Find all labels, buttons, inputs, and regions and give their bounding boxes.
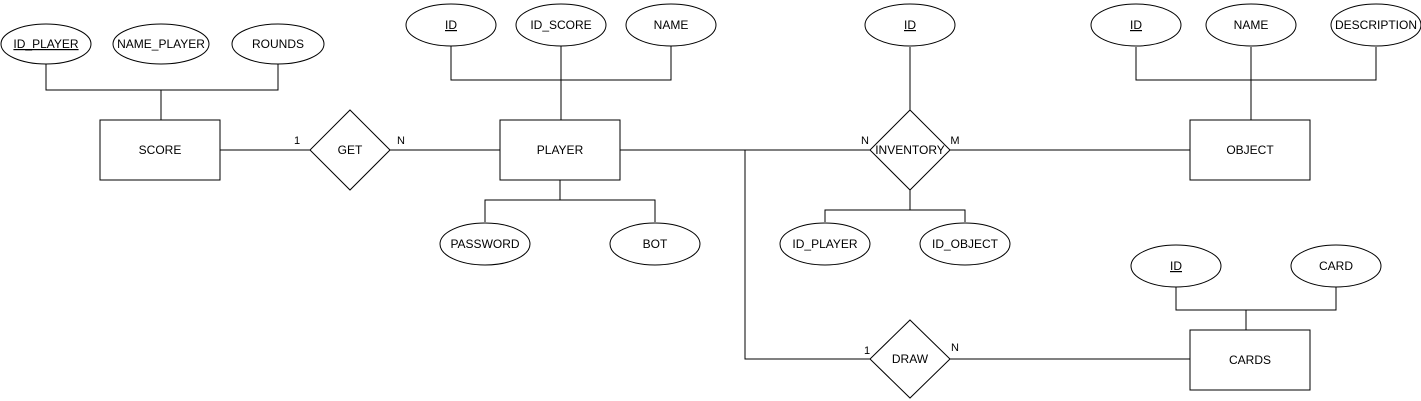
cardinality-score-get: 1 bbox=[294, 135, 300, 147]
attribute-player-name-label: NAME bbox=[654, 18, 689, 32]
attribute-inventory-id-player-label: ID_PLAYER bbox=[792, 237, 857, 251]
attribute-player-bot-label: BOT bbox=[643, 237, 668, 251]
entity-player: PLAYER bbox=[499, 119, 621, 181]
attribute-cards-id: ID bbox=[1130, 244, 1222, 288]
relationship-draw: DRAW bbox=[869, 319, 951, 399]
attribute-cards-card-label: CARD bbox=[1319, 259, 1353, 273]
attribute-object-description-label: DESCRIPTION bbox=[1335, 18, 1417, 32]
attribute-score-rounds: ROUNDS bbox=[231, 23, 325, 65]
entity-player-label: PLAYER bbox=[537, 143, 584, 157]
connector-object-attributes bbox=[1135, 47, 1377, 120]
cardinality-get-player: N bbox=[397, 135, 405, 147]
attribute-cards-card: CARD bbox=[1290, 244, 1382, 288]
relationship-inventory-label: INVENTORY bbox=[875, 143, 945, 157]
attribute-object-id-label: ID bbox=[1130, 18, 1142, 32]
attribute-player-id-score-label: ID_SCORE bbox=[530, 18, 591, 32]
attribute-score-name-player-label: NAME_PLAYER bbox=[117, 37, 205, 51]
connector-cards-attributes bbox=[1175, 287, 1337, 330]
connector-inventory-bottom-attributes bbox=[824, 190, 966, 222]
attribute-object-name: NAME bbox=[1205, 3, 1297, 47]
entity-cards-label: CARDS bbox=[1229, 353, 1271, 367]
cardinality-draw-cards: N bbox=[951, 342, 959, 354]
attribute-score-rounds-label: ROUNDS bbox=[252, 37, 304, 51]
attribute-object-id: ID bbox=[1090, 3, 1182, 47]
attribute-player-id-label: ID bbox=[445, 18, 457, 32]
entity-object: OBJECT bbox=[1189, 119, 1311, 181]
attribute-player-bot: BOT bbox=[609, 222, 701, 266]
entity-object-label: OBJECT bbox=[1226, 143, 1274, 157]
connector-player-bottom-attributes bbox=[484, 180, 656, 222]
attribute-inventory-id-player: ID_PLAYER bbox=[779, 222, 871, 266]
attribute-inventory-id-object-label: ID_OBJECT bbox=[932, 237, 999, 251]
entity-cards: CARDS bbox=[1189, 329, 1311, 391]
attribute-object-name-label: NAME bbox=[1234, 18, 1269, 32]
attribute-player-id: ID bbox=[405, 3, 497, 47]
attribute-player-name: NAME bbox=[625, 3, 717, 47]
attribute-object-description: DESCRIPTION bbox=[1330, 3, 1421, 47]
attribute-inventory-id-label: ID bbox=[904, 18, 916, 32]
attribute-player-password-label: PASSWORD bbox=[450, 237, 519, 251]
connectors bbox=[45, 43, 1377, 360]
cardinality-inventory-object: M bbox=[950, 135, 959, 147]
cardinality-labels: 1 N N M 1 N bbox=[294, 135, 960, 357]
entity-score-label: SCORE bbox=[139, 143, 182, 157]
cardinality-player-draw: 1 bbox=[864, 345, 870, 357]
connector-score-attributes bbox=[45, 63, 279, 120]
entity-score: SCORE bbox=[99, 119, 221, 181]
connector-player-top-attributes bbox=[450, 43, 672, 120]
relationship-draw-label: DRAW bbox=[892, 352, 929, 366]
relationship-get: GET bbox=[309, 109, 391, 191]
attribute-player-id-score: ID_SCORE bbox=[515, 3, 607, 47]
attribute-inventory-id: ID bbox=[864, 3, 956, 47]
attribute-score-name-player: NAME_PLAYER bbox=[112, 23, 210, 65]
relationship-inventory: INVENTORY bbox=[869, 109, 951, 191]
attribute-score-id-player: ID_PLAYER bbox=[0, 23, 92, 65]
attribute-player-password: PASSWORD bbox=[439, 222, 531, 266]
attribute-cards-id-label: ID bbox=[1170, 259, 1182, 273]
attribute-score-id-player-label: ID_PLAYER bbox=[13, 37, 78, 51]
attribute-inventory-id-object: ID_OBJECT bbox=[919, 222, 1011, 266]
connector-player-draw bbox=[744, 150, 870, 360]
cardinality-player-inventory: N bbox=[861, 135, 869, 147]
relationship-get-label: GET bbox=[338, 143, 363, 157]
